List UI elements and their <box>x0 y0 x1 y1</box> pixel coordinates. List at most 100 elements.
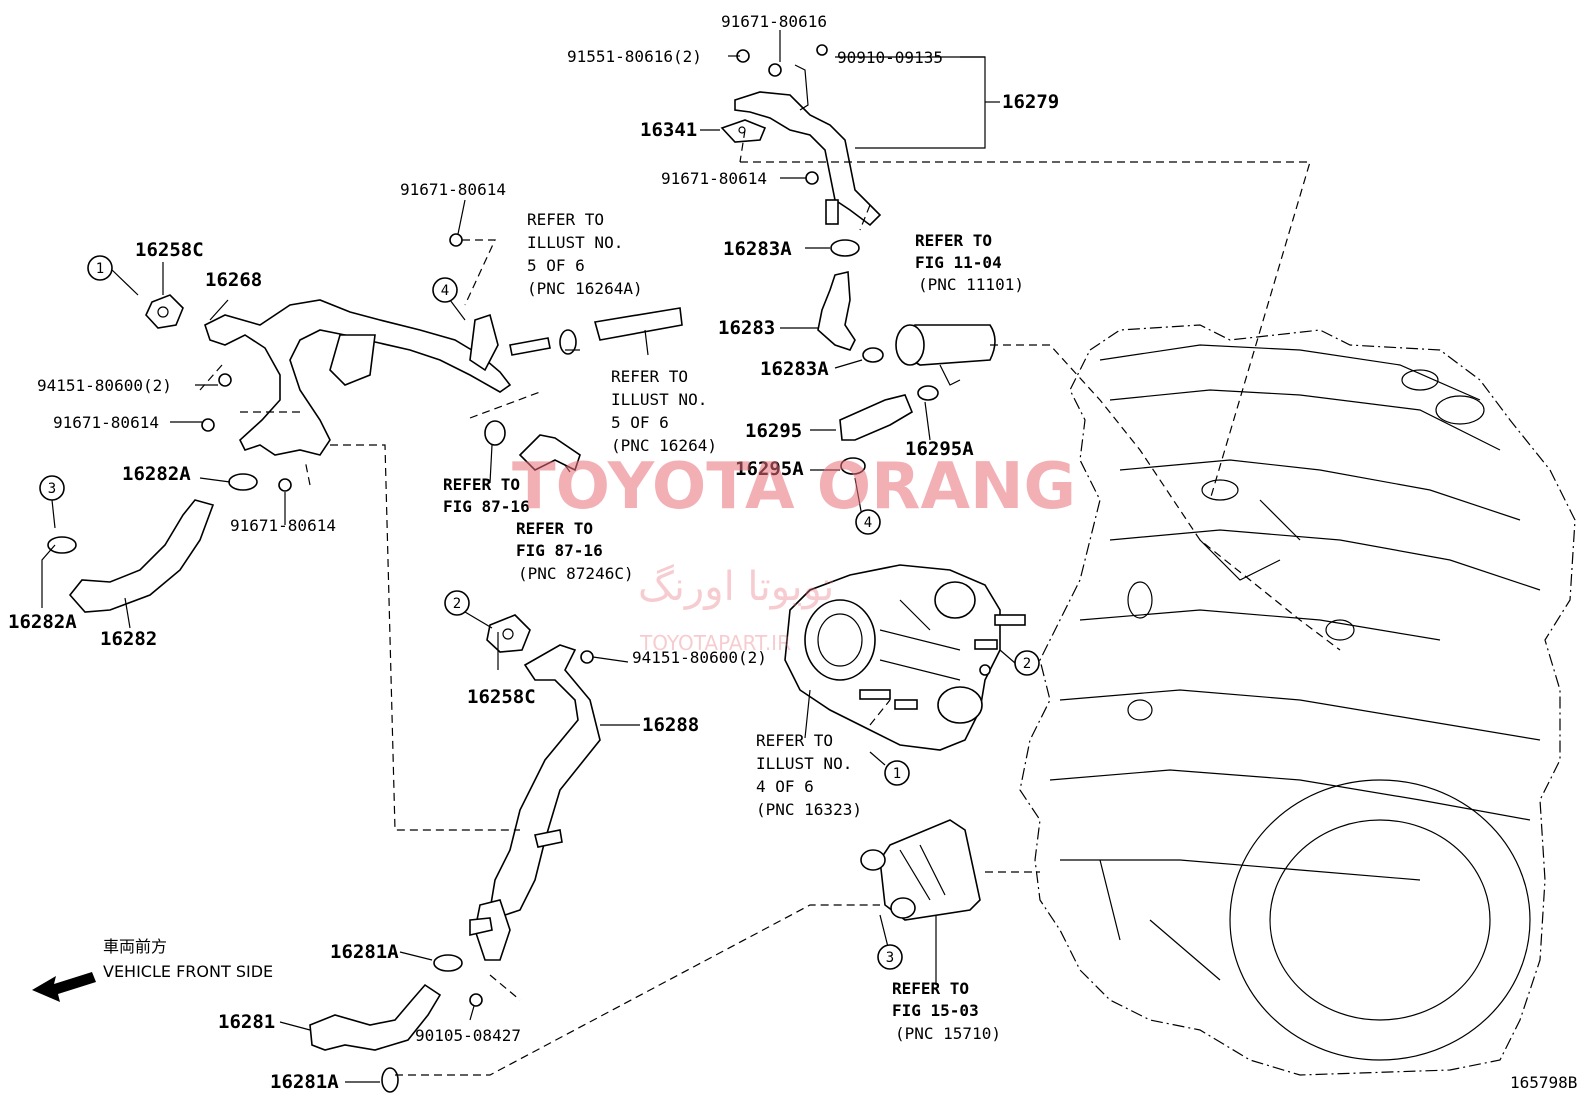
svg-text:REFER TO: REFER TO <box>516 519 593 538</box>
label-16288: 16288 <box>642 714 699 736</box>
label-16281: 16281 <box>218 1011 275 1033</box>
ref-fig-11-04: REFER TO FIG 11-04 (PNC 11101) <box>915 231 1024 294</box>
watermark: TOYOTA ORANG تویوتا اورنگ TOYOTAPART.IR <box>512 450 1076 655</box>
svg-text:(PNC 11101): (PNC 11101) <box>918 275 1024 294</box>
ref-illust-5-16264: REFER TO ILLUST NO. 5 OF 6 (PNC 16264) <box>611 367 717 455</box>
ref-illust-4-16323: REFER TO ILLUST NO. 4 OF 6 (PNC 16323) <box>756 731 862 819</box>
ref-fig-15-03: REFER TO FIG 15-03 (PNC 15710) <box>892 979 1001 1043</box>
engine-block <box>1019 324 1576 1076</box>
svg-text:4: 4 <box>441 283 449 299</box>
front-side-jp: 車両前方 <box>103 937 167 956</box>
label-16283A-top: 16283A <box>723 238 792 260</box>
svg-text:FIG 87-16: FIG 87-16 <box>443 497 530 516</box>
callout-3-a: 3 <box>39 475 65 501</box>
water-outlet <box>895 324 996 386</box>
label-91671-80614-left-top: 91671-80614 <box>400 180 506 199</box>
pipe-16268 <box>145 233 551 492</box>
svg-text:REFER TO: REFER TO <box>915 231 992 250</box>
label-91671-80614-top: 91671-80614 <box>661 169 767 188</box>
callout-circles: 1 4 3 2 4 2 1 3 <box>39 255 1040 970</box>
label-16258C-top: 16258C <box>135 239 204 261</box>
svg-text:REFER TO: REFER TO <box>892 979 969 998</box>
svg-text:FIG 15-03: FIG 15-03 <box>892 1001 979 1020</box>
label-16279: 16279 <box>1002 91 1059 113</box>
label-91551-80616: 91551-80616(2) <box>567 47 702 66</box>
label-16283: 16283 <box>718 317 775 339</box>
svg-text:2: 2 <box>453 596 461 612</box>
label-16282: 16282 <box>100 628 157 650</box>
svg-text:REFER TO: REFER TO <box>443 475 520 494</box>
hose-16264a <box>559 307 683 355</box>
svg-text:4 OF 6: 4 OF 6 <box>756 777 814 796</box>
front-arrow-icon <box>32 972 96 1002</box>
label-91671-80614-left: 91671-80614 <box>53 413 159 432</box>
label-16282A-bottom: 16282A <box>8 611 77 633</box>
label-90105-08427: 90105-08427 <box>415 1026 521 1045</box>
label-16295: 16295 <box>745 420 802 442</box>
label-16341: 16341 <box>640 119 697 141</box>
hose-16295 <box>839 385 939 475</box>
watermark-site: TOYOTAPART.IR <box>639 631 791 655</box>
callout-4-a: 4 <box>432 277 458 303</box>
label-16295A-right: 16295A <box>905 438 974 460</box>
svg-text:1: 1 <box>893 766 901 782</box>
callout-2-b: 2 <box>1014 650 1040 676</box>
label-16268: 16268 <box>205 269 262 291</box>
svg-text:REFER TO: REFER TO <box>611 367 688 386</box>
label-16295A-left: 16295A <box>735 458 804 480</box>
svg-text:(PNC 87246C): (PNC 87246C) <box>518 564 634 583</box>
svg-text:(PNC 16264): (PNC 16264) <box>611 436 717 455</box>
label-94151-80600-mid: 94151-80600(2) <box>632 648 767 667</box>
svg-text:(PNC 15710): (PNC 15710) <box>895 1024 1001 1043</box>
svg-text:ILLUST NO.: ILLUST NO. <box>756 754 852 773</box>
ref-fig-87-16-a: REFER TO FIG 87-16 <box>443 475 530 516</box>
svg-text:FIG 11-04: FIG 11-04 <box>915 253 1002 272</box>
front-side-en: VEHICLE FRONT SIDE <box>103 962 273 981</box>
label-91671-80616: 91671-80616 <box>721 12 827 31</box>
label-91671-80614-bottom: 91671-80614 <box>230 516 336 535</box>
hose-16264 <box>484 420 581 472</box>
callout-1-a: 1 <box>87 255 113 281</box>
svg-text:3: 3 <box>48 481 56 497</box>
diagram-id: 165798B <box>1510 1073 1577 1092</box>
svg-text:ILLUST NO.: ILLUST NO. <box>527 233 623 252</box>
ref-illust-5-16264a: REFER TO ILLUST NO. 5 OF 6 (PNC 16264A) <box>527 210 643 298</box>
label-16281A-top: 16281A <box>330 941 399 963</box>
pipe-16279 <box>720 44 882 227</box>
svg-text:REFER TO: REFER TO <box>527 210 604 229</box>
svg-text:2: 2 <box>1023 656 1031 672</box>
svg-text:REFER TO: REFER TO <box>756 731 833 750</box>
ref-fig-87-16-b: REFER TO FIG 87-16 (PNC 87246C) <box>516 519 634 583</box>
svg-text:(PNC 16264A): (PNC 16264A) <box>527 279 643 298</box>
label-16283A-bottom: 16283A <box>760 358 829 380</box>
label-16281A-bottom: 16281A <box>270 1071 339 1093</box>
hose-16281 <box>309 954 463 1093</box>
svg-text:(PNC 16323): (PNC 16323) <box>756 800 862 819</box>
hose-16283 <box>817 239 884 363</box>
vehicle-front-indicator: 車両前方 VEHICLE FRONT SIDE <box>32 937 273 1002</box>
oil-cooler <box>860 819 981 921</box>
svg-text:1: 1 <box>96 261 104 277</box>
label-90910-09135: 90910-09135 <box>837 48 943 67</box>
part-labels: 91671-80616 91551-80616(2) 90910-09135 1… <box>8 12 1059 1093</box>
leader-lines <box>41 30 1016 1083</box>
label-16258C-mid: 16258C <box>467 686 536 708</box>
svg-text:3: 3 <box>886 950 894 966</box>
assembly-lines <box>199 129 1341 1076</box>
reference-notes: REFER TO ILLUST NO. 5 OF 6 (PNC 16264A) … <box>443 210 1024 1043</box>
callout-2-a: 2 <box>444 590 470 616</box>
svg-text:4: 4 <box>864 515 872 531</box>
callout-3-b: 3 <box>877 944 903 970</box>
callout-1-b: 1 <box>884 760 910 786</box>
svg-text:ILLUST NO.: ILLUST NO. <box>611 390 707 409</box>
watermark-brand: TOYOTA ORANG <box>512 450 1076 524</box>
svg-text:FIG 87-16: FIG 87-16 <box>516 541 603 560</box>
pipe-16288 <box>469 614 601 1007</box>
svg-text:5 OF 6: 5 OF 6 <box>611 413 669 432</box>
callout-4-b: 4 <box>855 509 881 535</box>
label-94151-80600-left: 94151-80600(2) <box>37 376 172 395</box>
water-pump <box>784 564 1026 751</box>
watermark-persian: تویوتا اورنگ <box>638 564 834 610</box>
